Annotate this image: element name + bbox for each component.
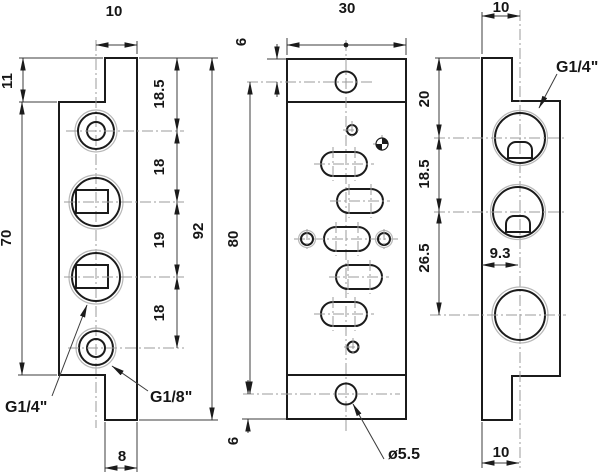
dim-left-tab-height-label: 11 xyxy=(0,73,16,89)
dim-left-pitch3-label: 19 xyxy=(151,232,168,249)
dim-left-pitch1-label: 18.5 xyxy=(151,79,168,108)
leader-right-g14-label: G1/4" xyxy=(556,59,598,76)
right-port-1-g14 xyxy=(434,109,566,167)
dim-left-total-height-label: 92 xyxy=(190,223,207,240)
right-view-outline xyxy=(481,57,561,421)
dim-left-body-height: 70 xyxy=(0,101,57,376)
dim-left-pitch4-label: 18 xyxy=(151,305,168,322)
center-dot xyxy=(343,42,349,48)
dimension-line xyxy=(51,304,88,397)
slot-3-center xyxy=(294,222,398,256)
slot-1 xyxy=(314,147,374,181)
dim-left-pitch1: 18.5 xyxy=(151,57,180,132)
leader-left-g14: G1/4" xyxy=(5,304,88,416)
dim-middle-width-label: 30 xyxy=(339,0,356,17)
right-port-3 xyxy=(430,286,566,344)
right-view xyxy=(430,10,566,468)
dim-right-pitch1-label: 20 xyxy=(416,91,433,108)
leader-middle-hole-dia-label: ø5.5 xyxy=(388,446,420,463)
dim-left-bottom-tab: 8 xyxy=(104,422,138,472)
left-port-3-g14 xyxy=(64,249,184,305)
dim-left-pitch2: 18 xyxy=(151,130,180,203)
dim-right-pitch3-label: 26.5 xyxy=(416,243,433,272)
dim-right-bottom-tab: 10 xyxy=(481,422,520,468)
dim-left-pitch3: 19 xyxy=(151,201,180,278)
dim-right-port-offset-label: 9.3 xyxy=(490,245,511,262)
dim-right-port-offset: 9.3 xyxy=(481,245,519,268)
dimension-line xyxy=(111,365,149,392)
dim-left-pitch2-label: 18 xyxy=(151,159,168,176)
left-view-outline xyxy=(58,57,138,421)
dimension-line xyxy=(538,73,558,109)
inner-passage xyxy=(507,141,533,159)
dim-middle-bottom-offset: 6 xyxy=(225,380,286,445)
dim-middle-height: 80 xyxy=(225,81,253,395)
dim-right-pitch1: 20 xyxy=(416,57,480,138)
leader-left-g18-label: G1/8" xyxy=(150,389,192,406)
center-of-mass-symbol xyxy=(373,135,391,153)
quadrant-sw xyxy=(376,144,382,150)
slot-4 xyxy=(329,260,389,294)
dim-left-body-height-label: 70 xyxy=(0,230,15,247)
bottom-mounting-hole xyxy=(243,382,400,406)
left-port-1-g18 xyxy=(66,109,184,153)
dim-middle-height-label: 80 xyxy=(225,231,242,248)
middle-view xyxy=(243,40,407,432)
dim-middle-width: 30 xyxy=(286,0,407,55)
hole xyxy=(334,382,358,406)
leader-right-g14: G1/4" xyxy=(538,59,598,109)
dim-left-pitch4: 18 xyxy=(151,276,180,349)
quadrant-ne xyxy=(382,138,388,144)
leader-left-g14-label: G1/4" xyxy=(5,399,47,416)
dim-left-bottom-tab-label: 8 xyxy=(118,448,126,465)
inner-passage xyxy=(505,215,531,233)
dim-middle-top-offset: 6 xyxy=(233,38,286,97)
dim-right-pitch2: 18.5 xyxy=(416,136,442,212)
right-port-2-g14 xyxy=(434,183,566,241)
dim-left-top-width: 10 xyxy=(95,3,138,54)
slot-2 xyxy=(330,184,390,218)
left-port-4-g18 xyxy=(68,327,184,369)
slot-5 xyxy=(314,297,374,331)
dim-right-top-width: 10 xyxy=(481,0,521,54)
dim-right-pitch3: 26.5 xyxy=(416,210,442,316)
dim-left-top-width-label: 10 xyxy=(106,3,123,20)
left-view xyxy=(58,40,184,428)
thread-arc xyxy=(489,183,547,241)
dim-left-total-height: 92 xyxy=(139,57,218,421)
dim-right-pitch2-label: 18.5 xyxy=(416,159,433,188)
leader-middle-hole-dia: ø5.5 xyxy=(352,403,420,463)
dim-middle-top-offset-label: 6 xyxy=(233,38,250,46)
dim-middle-bottom-offset-label: 6 xyxy=(225,437,242,445)
dim-right-bottom-tab-label: 10 xyxy=(493,444,510,461)
top-mounting-hole xyxy=(247,70,372,94)
leader-left-g18: G1/8" xyxy=(111,365,192,406)
small-pilot-hole-top xyxy=(343,121,361,139)
dim-right-top-width-label: 10 xyxy=(493,0,510,16)
small-pilot-hole-bottom xyxy=(344,338,362,356)
dimension-line xyxy=(352,403,385,460)
left-port-2-g14 xyxy=(64,174,184,230)
dim-left-tab-height: 11 xyxy=(0,57,103,103)
